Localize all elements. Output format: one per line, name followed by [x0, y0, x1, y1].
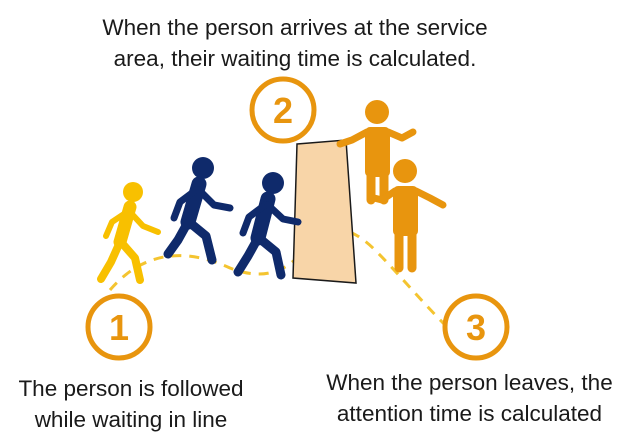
step-1-caption-line1: The person is followed [18, 376, 244, 401]
step-2-caption: When the person arrives at the service a… [40, 12, 550, 74]
service-area-shape [292, 139, 357, 284]
step-2-number: 2 [273, 90, 293, 131]
step-2-caption-line1: When the person arrives at the service [102, 15, 488, 40]
step-2-caption-line2: area, their waiting time is calculated. [113, 46, 477, 71]
step-3-number: 3 [466, 307, 486, 348]
step-2-badge: 2 [249, 76, 317, 144]
step-1-badge: 1 [85, 293, 153, 361]
step-3-caption-line2: attention time is calculated [336, 401, 603, 426]
step-3-caption: When the person leaves, the attention ti… [300, 367, 639, 429]
walking-person-icon [163, 157, 234, 265]
step-1-number: 1 [109, 307, 129, 348]
walking-person-icon [97, 182, 161, 284]
standing-person-icon [336, 100, 417, 205]
walking-person-icon [233, 172, 302, 280]
step-1-caption-line2: while waiting in line [34, 407, 228, 432]
standing-person-icon [370, 159, 447, 273]
step-3-caption-line1: When the person leaves, the [326, 370, 613, 395]
step-3-badge: 3 [442, 293, 510, 361]
step-1-caption: The person is followed while waiting in … [0, 373, 262, 435]
